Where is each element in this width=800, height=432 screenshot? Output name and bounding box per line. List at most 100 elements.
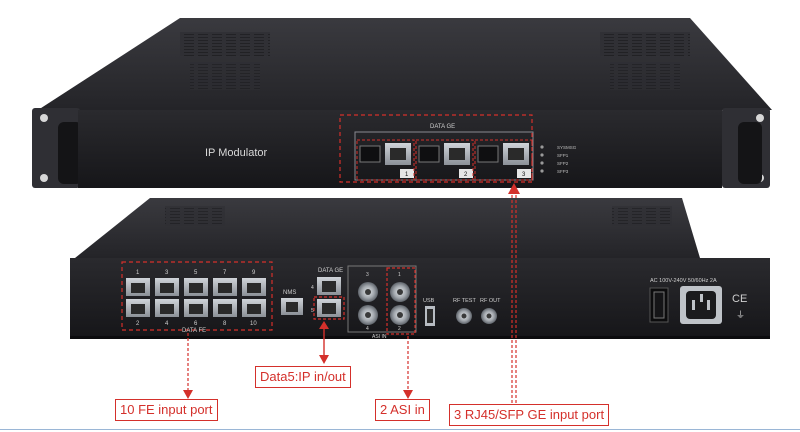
model-label: IP Modulator xyxy=(205,147,268,159)
ge-arrow-head xyxy=(508,183,520,194)
fe-num-4: 4 xyxy=(165,321,169,327)
ge-port-1: 1 xyxy=(359,143,414,178)
rf-ports: RF TEST RF OUT xyxy=(453,298,501,324)
fe-port-block: 1 3 5 7 9 2 4 6 8 10 DATA FE xyxy=(121,261,273,334)
fe-socket-2 xyxy=(131,304,145,314)
rear-ge-bottom-highlight xyxy=(313,296,345,320)
port-3-tag xyxy=(517,169,531,178)
rf-test-label: RF TEST xyxy=(453,298,476,304)
iec-pin-earth xyxy=(700,294,703,302)
rear-ge-socket-top xyxy=(322,281,336,292)
callout-ge-input: 3 RJ45/SFP GE input port xyxy=(449,404,610,426)
power-module: AC 100V-240V 50/60Hz 2A CE ⏚ xyxy=(649,278,747,324)
bnc-3-center xyxy=(365,289,371,295)
iec-pin-right xyxy=(707,300,710,310)
fe-ports-bottom-row xyxy=(126,299,266,317)
fe-num-1: 1 xyxy=(136,270,140,276)
data-fe-label: DATA FE xyxy=(182,328,206,334)
asi-arrow-head xyxy=(403,390,413,399)
fe-num-6: 6 xyxy=(194,321,198,327)
power-label: AC 100V-240V 50/60Hz 2A xyxy=(650,278,717,284)
rear-data-ge-label: DATA GE xyxy=(318,268,343,274)
asi-block: 3 1 4 2 ASI IN xyxy=(347,265,417,340)
asi-highlight xyxy=(386,267,416,335)
rf-test-center xyxy=(461,313,467,319)
sfp-cage-3 xyxy=(477,145,499,163)
fe-socket-10 xyxy=(247,304,261,314)
rj45-port-1-socket xyxy=(390,148,406,160)
rack-ear-left-hole-top xyxy=(40,114,48,122)
led-sfp2 xyxy=(540,161,544,165)
rear-top-vent-right xyxy=(612,206,672,226)
asi-block-frame xyxy=(347,265,417,333)
ge-port-1-highlight xyxy=(356,139,415,181)
port-2-tag xyxy=(459,169,473,178)
rear-ge-socket-bottom xyxy=(322,303,336,314)
rf-out-label: RF OUT xyxy=(480,298,501,304)
front-data-ge-label: DATA GE xyxy=(430,124,455,130)
ge-port-2-highlight xyxy=(415,139,474,181)
rear-ge-num-4: 4 xyxy=(311,285,314,291)
rack-ear-left-hole-bottom xyxy=(40,174,48,182)
fe-num-7: 7 xyxy=(223,270,227,276)
led-label-sysmsg: SYSMSG xyxy=(557,145,577,150)
fe-socket-3 xyxy=(160,283,174,293)
sfp-cage-1 xyxy=(359,145,381,163)
nms-socket xyxy=(286,302,298,312)
top-vent-right-rear xyxy=(610,62,680,90)
rack-ear-right-hole-top xyxy=(756,114,764,122)
bottom-divider xyxy=(0,429,800,430)
nms-port: NMS xyxy=(281,290,303,315)
front-unit: IP Modulator DATA GE 1 2 3 S xyxy=(32,18,772,188)
ge-port-3-highlight xyxy=(474,139,533,181)
ce-mark: CE xyxy=(732,293,747,305)
fe-socket-9 xyxy=(247,283,261,293)
led-label-sfp1: SFP1 xyxy=(557,153,569,158)
handle-right xyxy=(738,122,762,184)
led-label-sfp2: SFP2 xyxy=(557,161,569,166)
rear-data-ge-port: DATA GE 4 5 xyxy=(311,268,345,320)
fe-arrow-head xyxy=(183,390,193,399)
bnc-2-center xyxy=(397,312,403,318)
rear-unit: 1 3 5 7 9 2 4 6 8 10 DATA FE NMS DATA GE… xyxy=(70,198,770,340)
port-1-tag xyxy=(400,169,414,178)
usb-label: USB xyxy=(423,298,435,304)
fe-num-2: 2 xyxy=(136,321,140,327)
nms-label: NMS xyxy=(283,290,296,296)
handle-left xyxy=(58,122,82,184)
callout-data5: Data5:IP in/out xyxy=(255,366,351,388)
fe-num-5: 5 xyxy=(194,270,198,276)
fe-socket-1 xyxy=(131,283,145,293)
ge-port-3: 3 xyxy=(477,143,531,178)
rj45-port-3-socket xyxy=(508,148,524,160)
top-vent-right xyxy=(600,32,690,56)
port-number-2: 2 xyxy=(464,172,468,178)
fe-socket-7 xyxy=(218,283,232,293)
callout-fe-input: 10 FE input port xyxy=(115,399,218,421)
fe-socket-4 xyxy=(160,304,174,314)
usb-port: USB xyxy=(423,298,435,326)
sfp-cage-2 xyxy=(418,145,440,163)
asi-num-2: 2 xyxy=(398,326,401,332)
rj45-port-2-socket xyxy=(449,148,465,160)
bnc-1-center xyxy=(397,289,403,295)
rear-panel-bottom-edge xyxy=(70,336,770,339)
rear-ge-num-5: 5 xyxy=(311,308,314,314)
fe-num-9: 9 xyxy=(252,270,256,276)
power-switch xyxy=(653,291,665,319)
iec-inlet-socket xyxy=(686,291,716,319)
port-number-3: 3 xyxy=(522,172,526,178)
ge-port-2: 2 xyxy=(418,143,473,178)
led-sfp3 xyxy=(540,169,544,173)
ground-symbol: ⏚ xyxy=(736,310,745,320)
fe-num-3: 3 xyxy=(165,270,169,276)
top-vent-left xyxy=(180,32,270,56)
usb-socket-inner xyxy=(427,309,433,323)
annotation-arrows xyxy=(183,183,520,404)
asi-num-1: 1 xyxy=(398,272,401,278)
fe-socket-5 xyxy=(189,283,203,293)
data5-arrow-head-up xyxy=(319,321,329,329)
led-label-sfp3: SFP3 xyxy=(557,169,569,174)
asi-num-3: 3 xyxy=(366,272,369,278)
